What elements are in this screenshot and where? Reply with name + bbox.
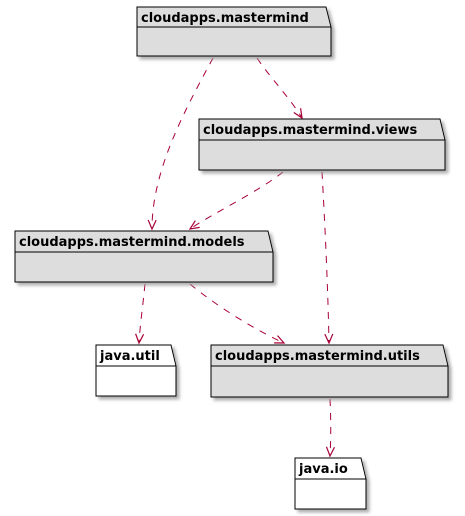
dependency-line [138, 283, 146, 344]
package-java-util-label: java.util [99, 349, 160, 364]
dependency-models-to-java_util [135, 283, 146, 345]
dependency-line [321, 171, 330, 344]
package-mastermind[interactable] [136, 6, 332, 57]
dependency-mastermind-to-views [256, 57, 303, 120]
package-models[interactable] [14, 230, 274, 283]
package-mastermind-label: cloudapps.mastermind [141, 11, 309, 26]
dependency-line [256, 57, 303, 119]
dependency-line [189, 283, 285, 344]
dependency-arrowhead [147, 219, 157, 231]
dependency-arrowhead [135, 333, 145, 345]
package-java-util-body [95, 365, 177, 397]
package-java-io-body [294, 478, 367, 510]
package-java-util[interactable] [95, 344, 177, 397]
package-views-label: cloudapps.mastermind.views [203, 123, 417, 138]
dependency-views-to-models [188, 171, 284, 230]
dependency-arrowhead [293, 108, 303, 120]
package-utils-body [210, 365, 449, 398]
package-java-io[interactable] [294, 457, 367, 510]
package-java-io-label: java.io [298, 462, 348, 477]
dependency-arrowhead [274, 335, 286, 344]
package-models-label: cloudapps.mastermind.models [19, 235, 245, 250]
package-utils[interactable] [210, 344, 449, 398]
package-models-body [14, 251, 274, 283]
dependency-edges [135, 57, 336, 458]
dependency-utils-to-java_io [325, 398, 336, 458]
dependency-line [329, 398, 332, 457]
dependency-arrowhead [324, 333, 334, 345]
dependency-arrowhead [325, 446, 336, 458]
dependency-views-to-utils [321, 171, 334, 345]
dependency-arrowhead [188, 220, 200, 230]
dependency-models-to-utils [189, 283, 286, 344]
package-utils-label: cloudapps.mastermind.utils [215, 349, 420, 364]
package-views[interactable] [198, 118, 446, 171]
package-mastermind-body [136, 26, 332, 57]
package-views-body [198, 139, 446, 171]
dependency-mastermind-to-models [147, 57, 214, 231]
dependency-line [189, 171, 284, 230]
